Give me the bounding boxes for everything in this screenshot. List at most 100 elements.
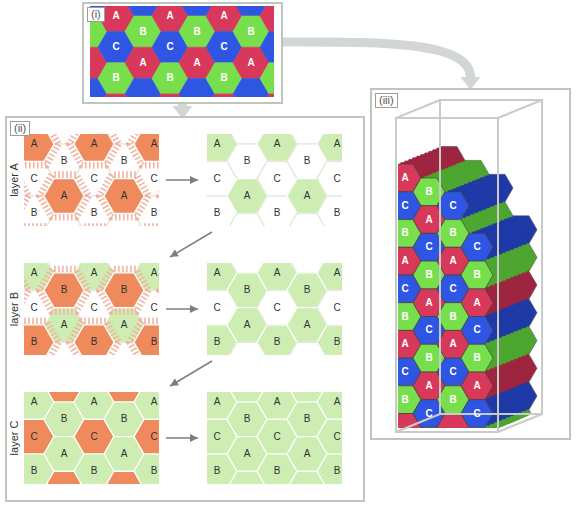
hex-letter: B bbox=[61, 414, 68, 424]
prism-side bbox=[429, 449, 461, 477]
hex-cell bbox=[317, 263, 342, 290]
hex-letter: B bbox=[31, 466, 38, 476]
growth-spikes bbox=[40, 269, 89, 311]
hex-letter: A bbox=[244, 191, 251, 201]
hex-letter: C bbox=[401, 367, 408, 377]
hex-letter: B bbox=[274, 337, 281, 347]
hex-letter: A bbox=[449, 256, 456, 266]
hex-letter: B bbox=[244, 156, 251, 166]
hex-letter: A bbox=[401, 256, 408, 266]
hex-letter: C bbox=[401, 284, 408, 294]
hex-letter: B bbox=[449, 228, 456, 238]
hex-letter: A bbox=[214, 268, 221, 278]
growth-spikes bbox=[24, 269, 28, 311]
prism-side bbox=[453, 439, 485, 467]
hex-letter: A bbox=[304, 320, 311, 330]
prism-face bbox=[461, 317, 493, 345]
hex-letter: B bbox=[425, 353, 432, 363]
hex-letter: B bbox=[473, 270, 480, 280]
prism-side bbox=[441, 444, 473, 472]
prism-side bbox=[425, 450, 457, 478]
hex-letter: A bbox=[61, 191, 68, 201]
growth-spikes bbox=[40, 175, 89, 217]
hex-letter: B bbox=[91, 466, 98, 476]
hex-letter: C bbox=[150, 303, 157, 313]
hex-letter: C bbox=[425, 325, 432, 335]
hex-cell bbox=[134, 419, 159, 454]
panel-tag: (ii) bbox=[10, 121, 30, 136]
hex-letter: C bbox=[90, 432, 97, 442]
hex-cell bbox=[260, 32, 274, 63]
hex-cell bbox=[317, 392, 342, 419]
layer-tiling bbox=[24, 263, 159, 355]
growth-spikes bbox=[70, 321, 119, 355]
growth-spikes bbox=[130, 321, 159, 355]
hex-letter: B bbox=[334, 337, 341, 347]
hex-letter: B bbox=[214, 337, 221, 347]
layer-label: layer C bbox=[9, 421, 20, 456]
hex-letter: A bbox=[473, 298, 480, 308]
prism-side bbox=[433, 447, 465, 475]
hex-letter: A bbox=[31, 139, 38, 149]
hex-letter: B bbox=[274, 466, 281, 476]
hex-letter: C bbox=[449, 367, 456, 377]
prism-side bbox=[401, 437, 433, 465]
step-arrows bbox=[166, 180, 212, 438]
hex-letter: B bbox=[401, 312, 408, 322]
layer-label: layer A bbox=[9, 163, 20, 197]
hex-letter: B bbox=[304, 414, 311, 424]
hex-letter: C bbox=[30, 432, 37, 442]
panel-box: (i) bbox=[82, 2, 283, 104]
hex-letter: A bbox=[193, 58, 200, 68]
prism-side bbox=[397, 438, 429, 466]
hex-cell bbox=[134, 134, 159, 161]
hex-letter: A bbox=[31, 397, 38, 407]
prism-side bbox=[393, 440, 425, 468]
hex-cell bbox=[317, 290, 342, 325]
prism-side bbox=[485, 446, 517, 474]
growth-spikes bbox=[24, 321, 58, 355]
growth-spikes bbox=[24, 134, 58, 165]
hex-letter: A bbox=[244, 449, 251, 459]
hex-cell bbox=[317, 161, 342, 196]
hex-letter: C bbox=[449, 201, 456, 211]
hex-letter: C bbox=[333, 432, 340, 442]
flow-arrow bbox=[178, 104, 187, 106]
growth-spikes bbox=[100, 175, 149, 217]
hex-letter: A bbox=[61, 320, 68, 330]
prism-side bbox=[465, 430, 497, 458]
hex-letter: B bbox=[139, 27, 146, 37]
prism-face bbox=[437, 192, 469, 220]
prism-side bbox=[489, 444, 521, 472]
hex-letter: B bbox=[91, 337, 98, 347]
hex-letter: C bbox=[473, 242, 480, 252]
prism-face bbox=[461, 261, 493, 289]
hex-letter: C bbox=[425, 409, 432, 419]
hex-letter: A bbox=[61, 449, 68, 459]
hex-letter: A bbox=[334, 397, 341, 407]
hex-letter: C bbox=[166, 42, 173, 52]
prism-side bbox=[493, 442, 525, 470]
hex-cell bbox=[317, 196, 342, 226]
hex-letter: B bbox=[244, 285, 251, 295]
hex-letter: C bbox=[473, 409, 480, 419]
hex-cell bbox=[44, 273, 84, 308]
hex-letter: C bbox=[213, 303, 220, 313]
prism-face bbox=[461, 372, 493, 400]
prism-side bbox=[505, 438, 537, 466]
hex-letter: A bbox=[473, 381, 480, 391]
hex-letter: B bbox=[274, 208, 281, 218]
hex-cell bbox=[134, 325, 159, 355]
prism-side bbox=[477, 449, 509, 477]
hex-letter: A bbox=[151, 139, 158, 149]
hex-tiling bbox=[90, 6, 274, 97]
layer-label: layer B bbox=[9, 292, 20, 326]
prism-side bbox=[417, 454, 449, 482]
hex-letter: C bbox=[213, 432, 220, 442]
hex-letter: A bbox=[112, 11, 119, 21]
hex-letter: A bbox=[121, 320, 128, 330]
prism-face bbox=[461, 233, 493, 261]
hex-letter: C bbox=[90, 174, 97, 184]
hex-letter: B bbox=[112, 73, 119, 83]
